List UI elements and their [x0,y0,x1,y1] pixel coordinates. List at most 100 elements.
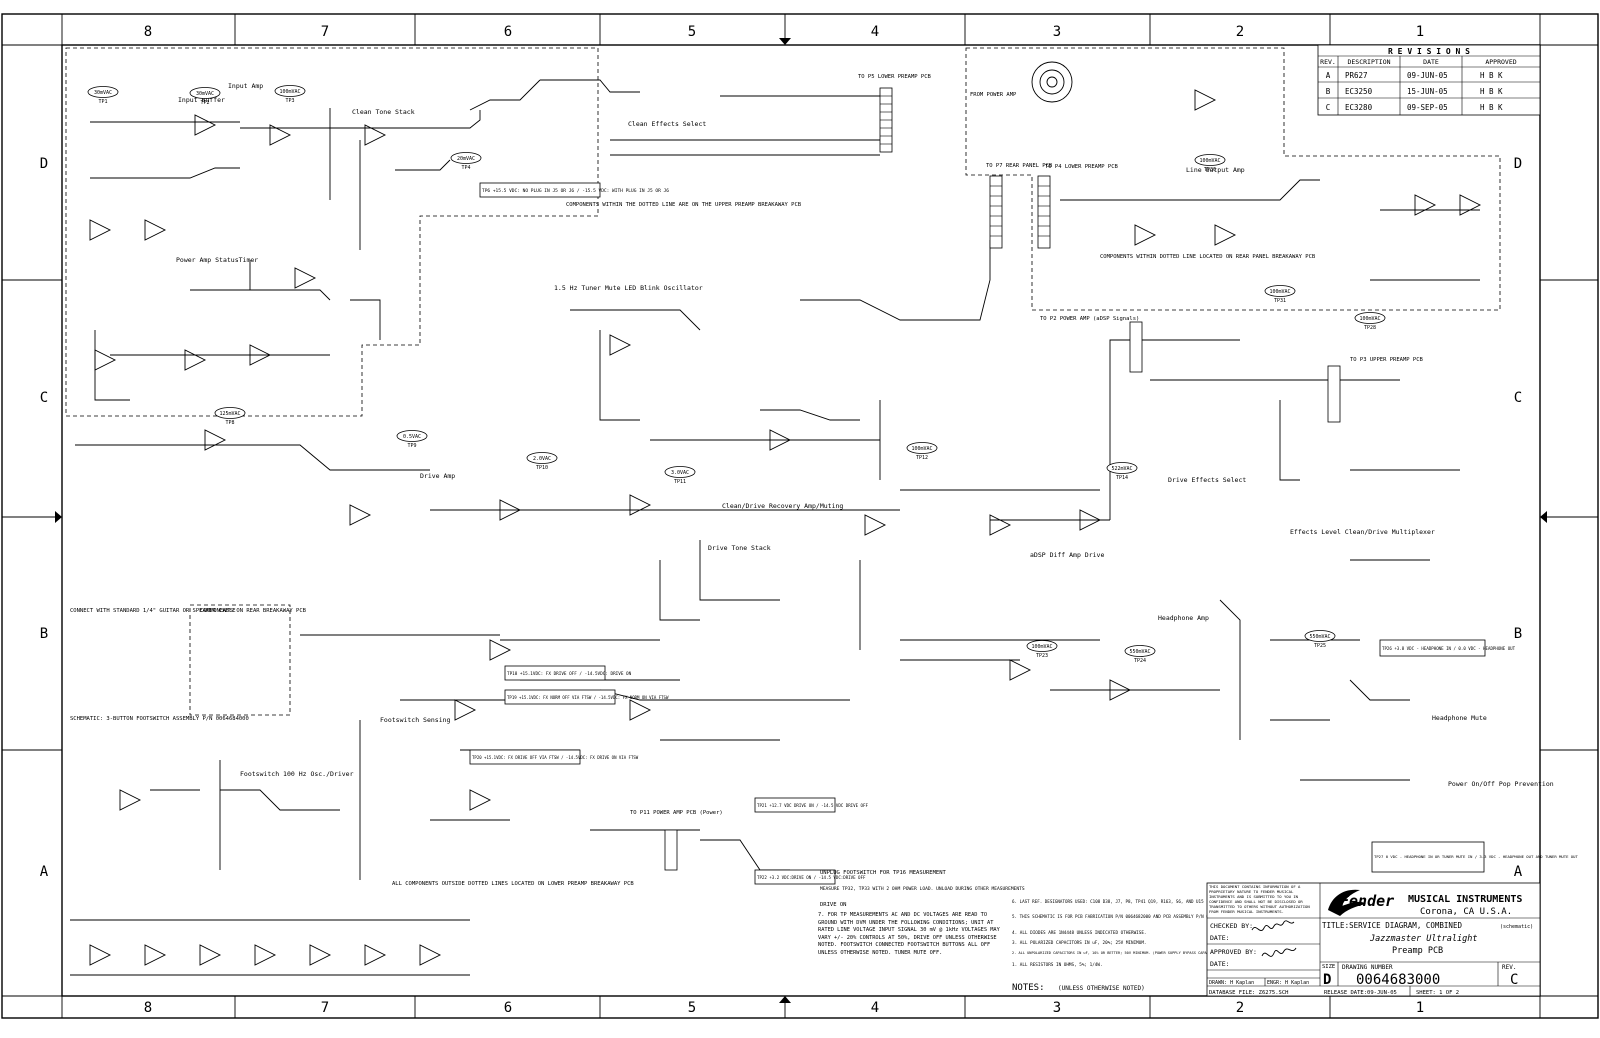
connector-label: TO P5 LOWER PREAMP PCB [858,74,932,80]
sheet-number: SHEET: 1 OF 2 [1416,990,1459,996]
rev-value: C [1510,972,1518,988]
approved-by-label: APPROVED BY: [1210,948,1257,956]
connector-label: FROM POWER AMP [970,92,1017,98]
zone-col-top: 6 [504,24,512,40]
drawing-number: 0064683000 [1356,972,1440,988]
measurement-note: MEASURE TP32, TP33 WITH 2 OHM POWER LOAD… [820,886,1025,892]
connector-label: TO P4 LOWER PREAMP PCB [1045,164,1119,170]
release-date: RELEASE DATE:09-JUN-05 [1324,990,1397,996]
test-point-voltage: 20mVAC [457,156,475,162]
revisions-header: DESCRIPTION [1347,58,1390,66]
size-label: SIZE [1322,964,1335,970]
general-note: 5. THIS SCHEMATIC IS FOR PCB FABRICATION… [1012,914,1234,919]
test-point-id: TP31 [1274,298,1286,304]
tp-note: TP20 +15.1VDC: FX DRIVE OFF VIA FTSW / -… [472,755,639,760]
rear-components-note: COMPONENTS ON REAR BREAKAWAY PCB [200,608,307,614]
revision-cell: EC3280 [1345,103,1373,112]
test-point-voltage: 30mVAC [196,91,214,97]
test-point-id: TP12 [916,455,928,461]
test-point-id: TP23 [1036,653,1048,659]
drawing-subtitle: Preamp PCB [1392,946,1443,956]
drawing-subtitle: Jazzmaster Ultralight [1369,934,1477,944]
section-title: Headphone Mute [1432,714,1487,722]
general-note: 4. ALL DIODES ARE 1N4448 UNLESS INDICATE… [1012,930,1147,936]
test-point-id: TP4 [461,165,470,171]
section-title: Headphone Amp [1158,614,1209,622]
zone-col-top: 5 [688,24,696,40]
tp-note: TP27 0 VDC - HEADPHONE IN OR TUNER MUTE … [1374,854,1578,859]
test-point-id: TP28 [1364,325,1376,331]
test-point-id: TP1 [98,99,107,105]
revision-cell: A [1326,71,1331,80]
revision-cell: H B K [1480,87,1503,96]
test-point-id: TP11 [674,479,686,485]
connector-headers [664,61,1341,871]
zone-col-top: 3 [1053,24,1061,40]
section-title: 1.5 Hz Tuner Mute LED Blink Oscillator [554,284,703,292]
general-note: 3. ALL POLARIZED CAPACITORS IN uF, 20%; … [1012,940,1147,946]
date-label: DATE: [1210,934,1230,942]
revision-cell: 09-SEP-05 [1407,103,1448,112]
section-title: Drive Amp [420,472,455,480]
test-point-id: TP30 [1204,167,1216,173]
measurement-note: UNPLUG FOOTSWITCH FOR TP16 MEASUREMENT [820,870,947,876]
connector-label: TO P7 REAR PANEL PCB [986,163,1053,169]
measurement-notes: UNPLUG FOOTSWITCH FOR TP16 MEASUREMENT M… [818,870,1025,956]
connector-label: TO P2 POWER AMP (aDSP Signals) [1040,316,1139,322]
test-point-voltage: 0.5VAC [403,434,421,440]
database-file: DATABASE FILE: Z6275.SCH [1209,990,1288,996]
section-title: Drive Tone Stack [708,544,771,552]
section-title: Drive Effects Select [1168,476,1246,484]
test-point-voltage: 100mVAC [1269,289,1290,295]
revisions-header: REV. [1320,58,1336,66]
zone-col-bottom: 4 [871,1000,879,1016]
section-title: Effects Level Clean/Drive Multiplexer [1290,528,1435,536]
section-title: Power On/Off Pop Prevention [1448,780,1554,788]
tp-note: TP22 +3.2 VDC:DRIVE ON / -14.5 VDC:DRIVE… [757,875,866,880]
test-point-voltage: 100mVAC [911,446,932,452]
revision-cell: B [1326,87,1331,96]
test-point-id: TP10 [536,465,548,471]
zone-row-right: D [1514,156,1522,172]
checked-by-label: CHECKED BY: [1210,922,1253,930]
test-point-voltage: 30mVAC [94,90,112,96]
revision-cell: 15-JUN-05 [1407,87,1448,96]
section-title: Clean Tone Stack [352,108,415,116]
section-title: Input Amp [228,82,263,90]
zone-row-left: A [40,864,49,880]
test-point-id: TP14 [1116,475,1128,481]
notes-subheader: (UNLESS OTHERWISE NOTED) [1058,985,1145,992]
test-point-bubble: 20mVAC TP4 [450,152,482,171]
company-location: Corona, CA U.S.A. [1420,907,1512,917]
zone-col-bottom: 3 [1053,1000,1061,1016]
zone-col-top: 2 [1236,24,1244,40]
test-points: 30mVACTP130mVACTP2100mVACTP320mVACTP4125… [87,85,1386,664]
test-point-bubble: 30mVAC TP1 [87,86,119,105]
test-point-id: TP25 [1314,643,1326,649]
title-block: THIS DOCUMENT CONTAINS INFORMATION OF A … [1206,882,1541,997]
zone-row-left: B [40,626,48,642]
zone-col-bottom: 7 [321,1000,329,1016]
revisions-table: R E V I S I O N S REV. DESCRIPTION DATE … [1317,44,1541,116]
drawing-title: TITLE:SERVICE DIAGRAM, COMBINED [1322,921,1462,930]
revision-cell: EC3250 [1345,87,1373,96]
connector-labels: TO P5 LOWER PREAMP PCB TO P7 REAR PANEL … [630,74,1424,816]
section-title: Footswitch 100 Hz Osc./Driver [240,770,354,778]
section-titles: Input Buffer Input Amp Clean Tone Stack … [176,82,1554,788]
test-point-voltage: 125mVAC [219,411,240,417]
revisions-title: R E V I S I O N S [1388,47,1470,56]
zone-col-bottom: 6 [504,1000,512,1016]
test-point-id: TP8 [225,420,234,426]
approver-signature [1261,947,1297,957]
test-point-voltage: 100mVAC [1199,158,1220,164]
company-name: MUSICAL INSTRUMENTS [1408,894,1522,905]
tp-measurement-conditions: 7. FOR TP MEASUREMENTS AC AND DC VOLTAGE… [818,912,1000,956]
